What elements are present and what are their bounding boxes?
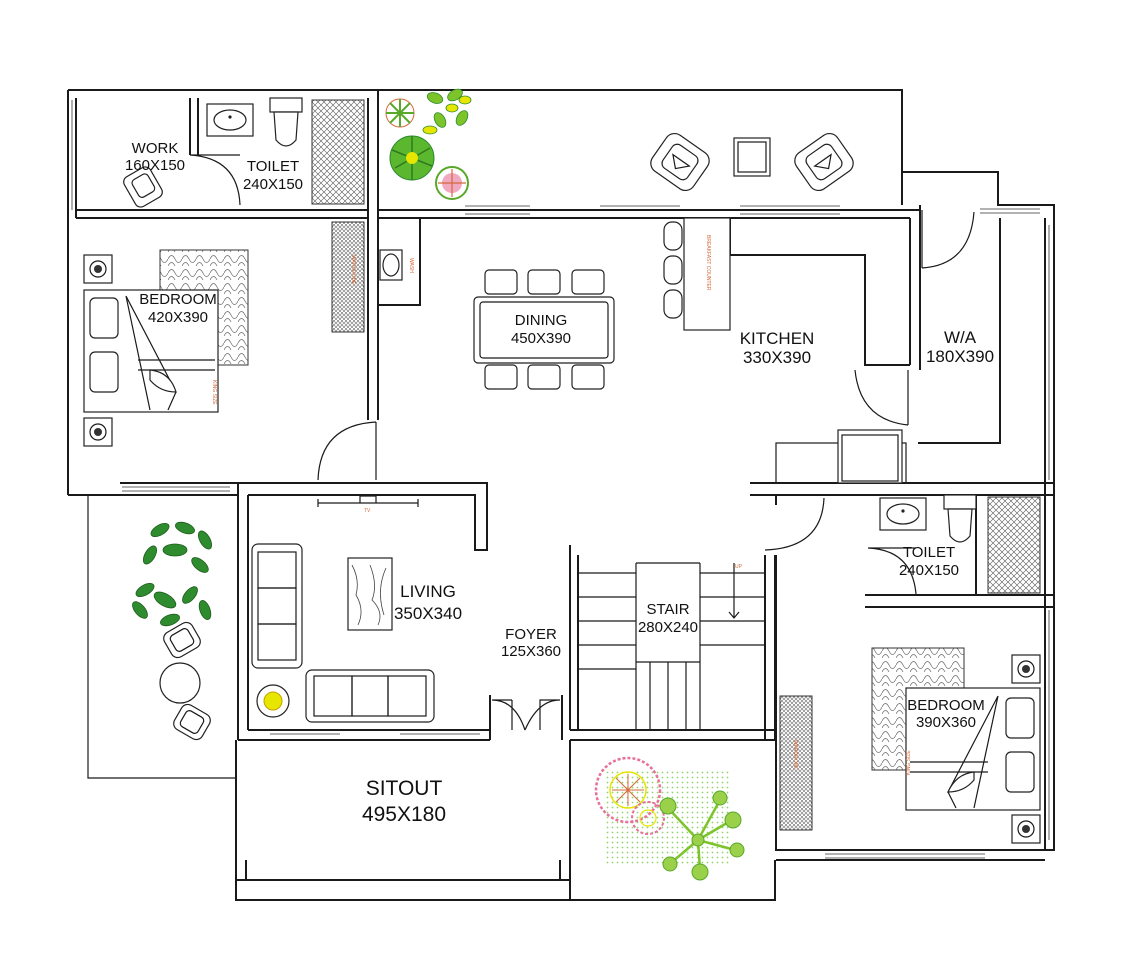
toilet-top-label: TOILET	[247, 158, 299, 175]
kitchen-appliance	[775, 429, 907, 484]
toilet-right-label: TOILET	[903, 544, 955, 561]
work-dim: 160X150	[125, 157, 185, 174]
wa-dim: 180X390	[926, 347, 994, 366]
balcony-left-plants-icon	[132, 521, 213, 741]
living-furniture: TV	[251, 495, 435, 723]
wardrobe-note-left: WARDROBE	[350, 255, 356, 285]
stair-label: STAIR	[646, 601, 689, 618]
king-size-note: KING SIZE	[211, 380, 217, 405]
balcony-seating	[650, 132, 854, 192]
garden-plants-icon	[594, 756, 745, 881]
foyer-label: FOYER	[505, 626, 557, 643]
wa-label: W/A	[944, 328, 977, 347]
work-chair-icon	[123, 166, 163, 208]
plants-top-icon	[385, 88, 472, 200]
foyer-dim: 125X360	[501, 643, 561, 660]
wardrobe-note-right: WARDROBE	[792, 740, 798, 770]
breakfast-counter: BREAKFAST COUNTER	[663, 217, 731, 331]
toilet-right-dim: 240X150	[899, 562, 959, 579]
dining-set	[473, 269, 615, 390]
wash-note: WASH	[408, 258, 414, 273]
windows	[71, 100, 1050, 859]
tv-note: TV	[364, 508, 371, 514]
bedroom-left-furniture: KING SIZE WARDROBE	[83, 221, 365, 447]
toilet-top-dim: 240X150	[243, 176, 303, 193]
sitout-dim: 495X180	[362, 803, 446, 826]
kitchen-label: KITCHEN	[740, 329, 815, 348]
work-label: WORK	[132, 140, 179, 157]
room-labels: WORK 160X150 TOILET 240X150 BEDROOM 420X…	[125, 140, 994, 826]
bedroom-left-label: BEDROOM	[139, 291, 217, 308]
toilet-top-fixtures	[206, 97, 365, 205]
kitchen-dim: 330X390	[743, 348, 811, 367]
king-size-note-right: KING SIZE	[906, 750, 912, 775]
bedroom-right-dim: 390X360	[916, 714, 976, 731]
living-label: LIVING	[400, 582, 456, 601]
stair-dim: 280X240	[638, 619, 698, 636]
sitout-label: SITOUT	[366, 777, 443, 800]
stair-up-note: UP	[735, 564, 743, 570]
staircase: UP	[578, 562, 765, 730]
bedroom-right-furniture: KING SIZE WARDROBE	[779, 647, 1041, 844]
dining-label: DINING	[515, 312, 568, 329]
wash-basin-icon: WASH	[379, 249, 414, 281]
bedroom-right-label: BEDROOM	[907, 697, 985, 714]
doors	[189, 154, 975, 731]
bedroom-left-dim: 420X390	[148, 309, 208, 326]
dining-dim: 450X390	[511, 330, 571, 347]
toilet-right-fixtures	[879, 494, 1041, 594]
living-dim: 350X340	[394, 604, 462, 623]
breakfast-counter-note: BREAKFAST COUNTER	[705, 235, 711, 291]
